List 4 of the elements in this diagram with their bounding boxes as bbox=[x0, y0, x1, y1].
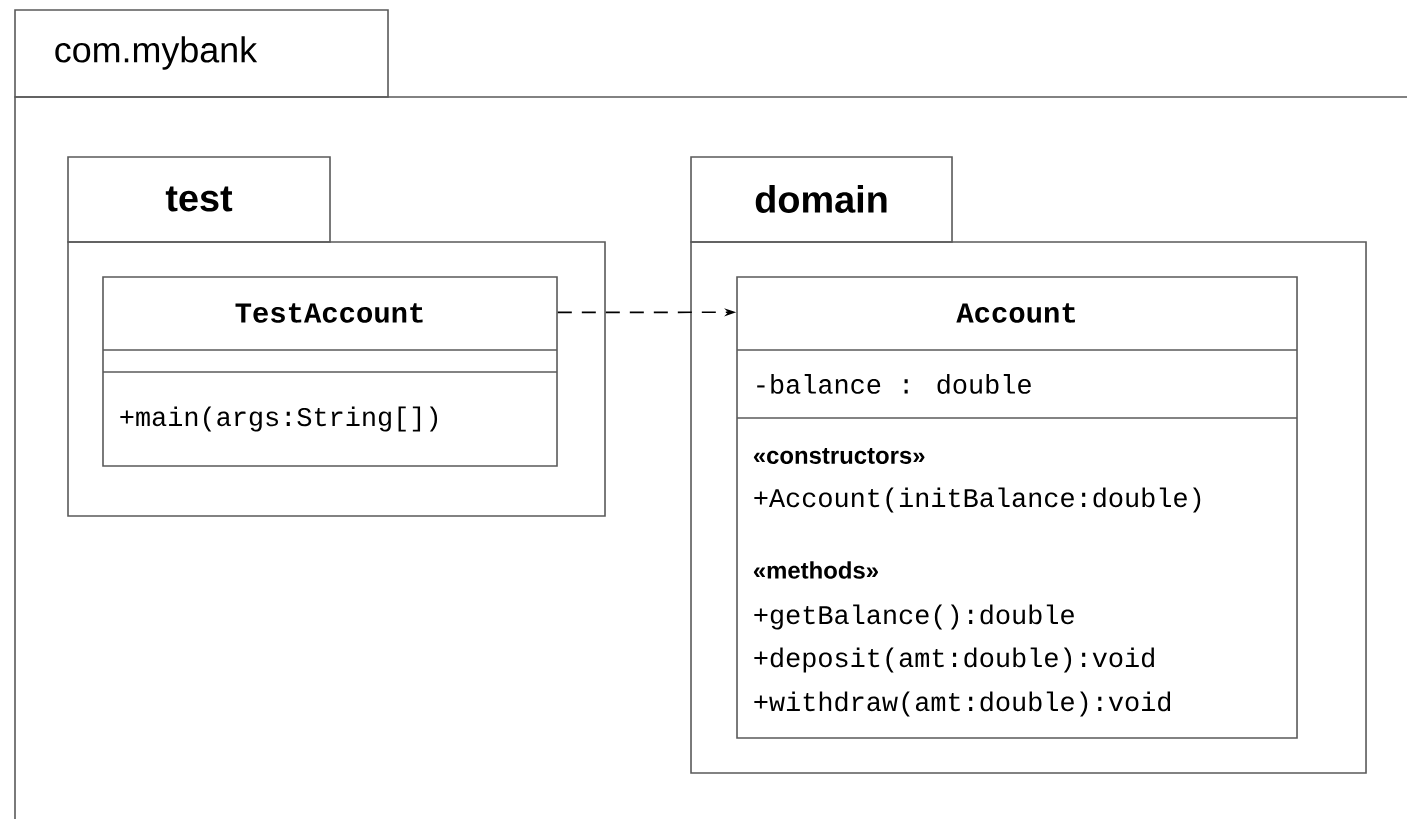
class-box: Account -balance : double «constructors» +Account(initBalance:double) «methods» +getBalance():double +deposit(amt:double):void +withdraw(amt:double):void bbox=[736, 276, 1298, 739]
node-label: test bbox=[165, 186, 233, 212]
class-box: TestAccount +main(args:String[]) bbox=[102, 276, 558, 467]
node-label: domain bbox=[755, 185, 887, 213]
